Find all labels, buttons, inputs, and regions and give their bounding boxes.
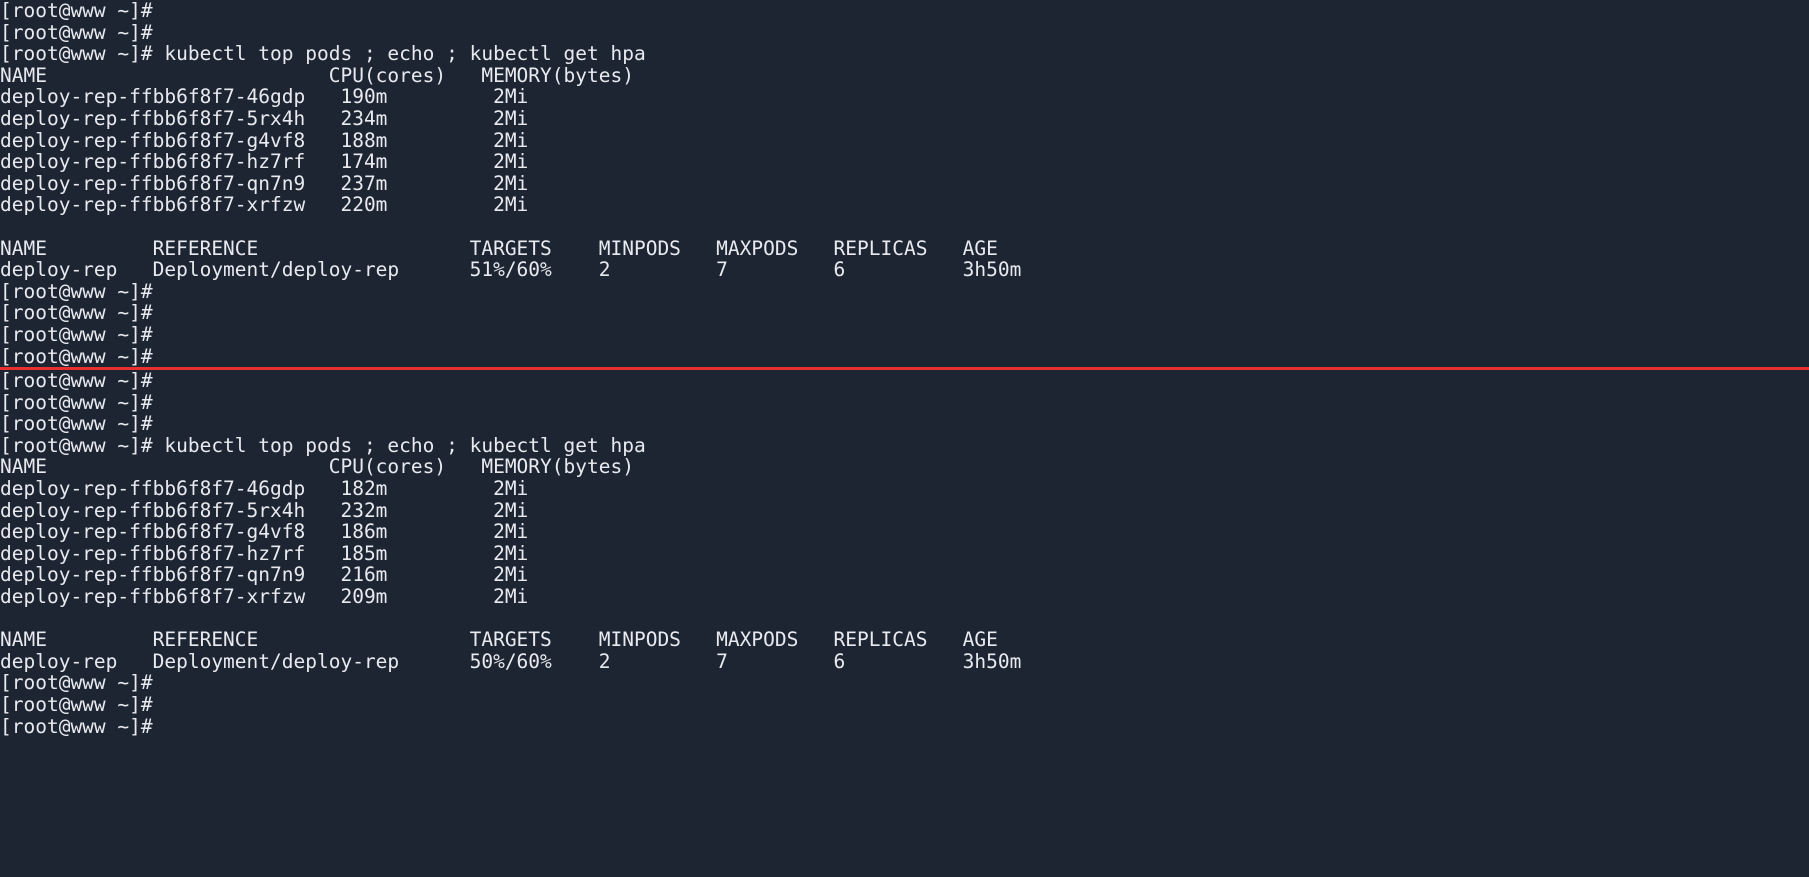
table-row: deploy-rep Deployment/deploy-rep 51%/60%… — [0, 258, 1022, 282]
table-row: deploy-rep-ffbb6f8f7-hz7rf 185m 2Mi — [0, 541, 529, 565]
table-row: deploy-rep-ffbb6f8f7-g4vf8 188m 2Mi — [0, 128, 529, 152]
table-row: deploy-rep Deployment/deploy-rep 50%/60%… — [0, 649, 1022, 673]
table-row: deploy-rep-ffbb6f8f7-xrfzw 209m 2Mi — [0, 585, 529, 609]
table-row: deploy-rep-ffbb6f8f7-5rx4h 234m 2Mi — [0, 106, 529, 130]
top-pods-header: NAME CPU(cores) MEMORY(bytes) — [0, 455, 634, 479]
command-line: [root@www ~]# kubectl top pods ; echo ; … — [0, 433, 646, 457]
command-line: [root@www ~]# kubectl top pods ; echo ; … — [0, 42, 646, 66]
table-row: deploy-rep-ffbb6f8f7-xrfzw 220m 2Mi — [0, 193, 529, 217]
shell-prompt: [root@www ~]# — [0, 301, 165, 325]
shell-prompt: [root@www ~]# — [0, 279, 165, 303]
table-row: deploy-rep-ffbb6f8f7-hz7rf 174m 2Mi — [0, 150, 529, 174]
shell-prompt: [root@www ~]# — [0, 369, 165, 393]
table-row: deploy-rep-ffbb6f8f7-5rx4h 232m 2Mi — [0, 498, 529, 522]
shell-prompt: [root@www ~]# — [0, 714, 165, 738]
blank-line — [0, 608, 1809, 630]
hpa-header: NAME REFERENCE TARGETS MINPODS MAXPODS R… — [0, 628, 998, 652]
shell-prompt: [root@www ~]# — [0, 322, 165, 346]
shell-prompt: [root@www ~]# — [0, 693, 165, 716]
shell-prompt: [root@www ~]# — [0, 0, 165, 22]
table-row: deploy-rep-ffbb6f8f7-46gdp 182m 2Mi — [0, 477, 529, 501]
terminal-output-block-1: [root@www ~]# [root@www ~]# [root@www ~]… — [0, 0, 1809, 367]
shell-prompt: [root@www ~]# — [0, 390, 165, 414]
top-pods-header: NAME CPU(cores) MEMORY(bytes) — [0, 63, 634, 87]
blank-line — [0, 216, 1809, 238]
shell-prompt: [root@www ~]# — [0, 671, 165, 695]
table-row: deploy-rep-ffbb6f8f7-qn7n9 237m 2Mi — [0, 171, 529, 195]
red-divider-line — [0, 367, 1809, 371]
shell-prompt: [root@www ~]# — [0, 20, 165, 44]
hpa-header: NAME REFERENCE TARGETS MINPODS MAXPODS R… — [0, 236, 998, 260]
table-row: deploy-rep-ffbb6f8f7-g4vf8 186m 2Mi — [0, 520, 529, 544]
shell-prompt: [root@www ~]# — [0, 344, 165, 368]
table-row: deploy-rep-ffbb6f8f7-qn7n9 216m 2Mi — [0, 563, 529, 587]
table-row: deploy-rep-ffbb6f8f7-46gdp 190m 2Mi — [0, 85, 529, 109]
terminal-output-block-2: [root@www ~]# [root@www ~]# [root@www ~]… — [0, 370, 1809, 737]
shell-prompt: [root@www ~]# — [0, 412, 165, 436]
